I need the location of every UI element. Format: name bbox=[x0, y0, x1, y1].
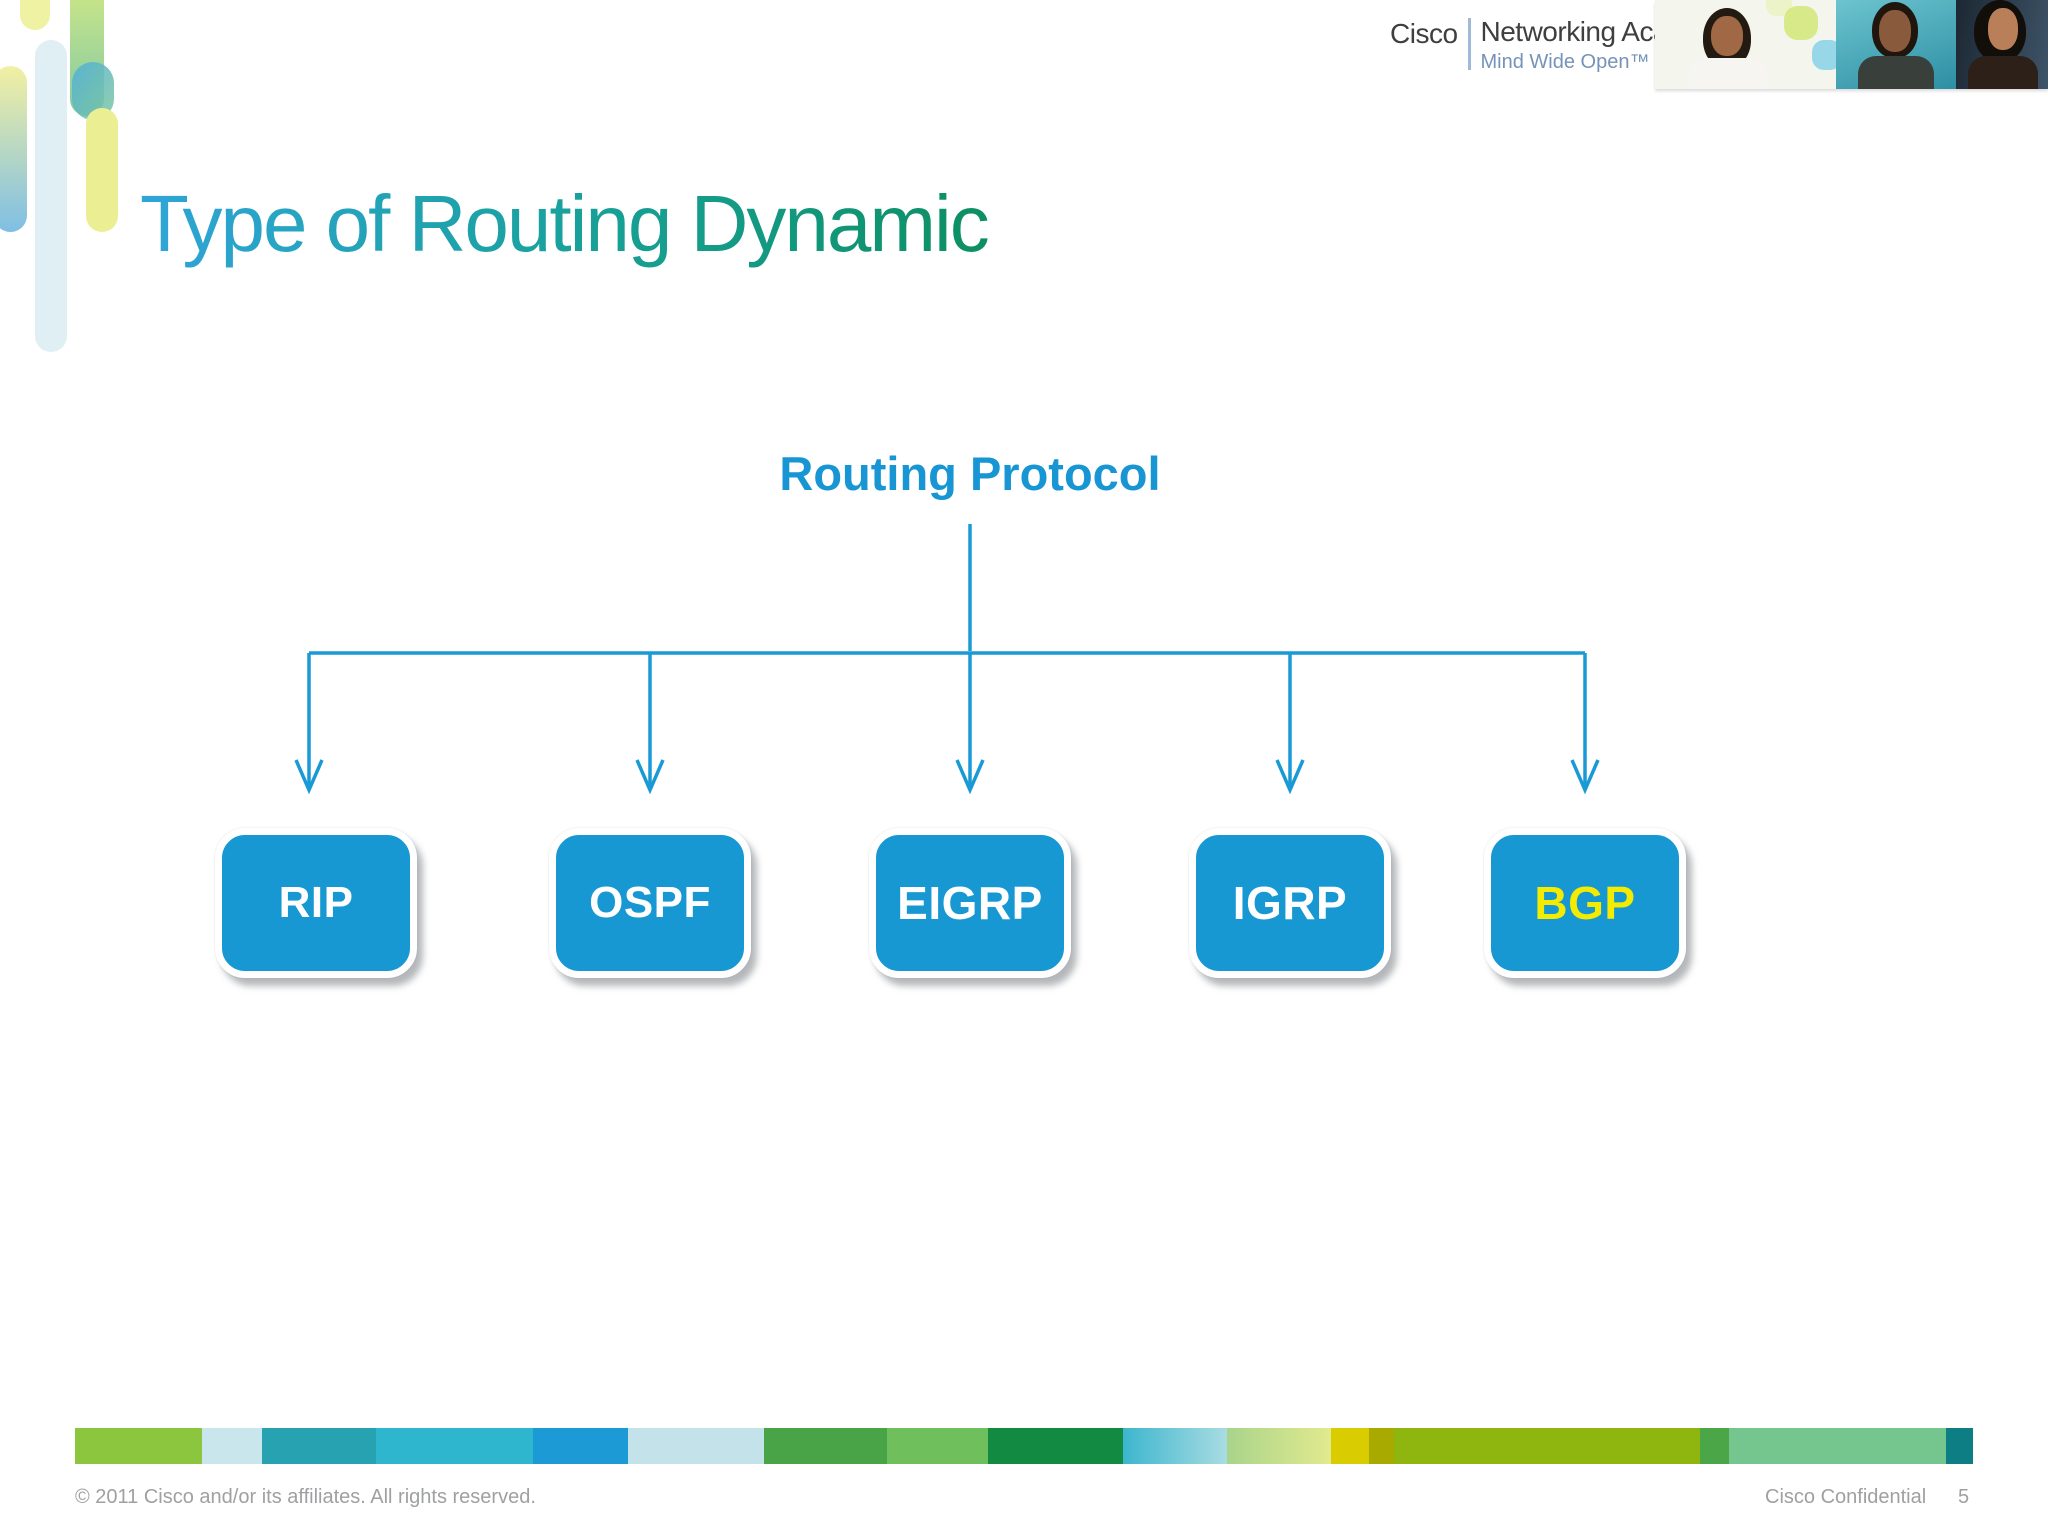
color-bar-segment bbox=[988, 1428, 1123, 1464]
footer-copyright: © 2011 Cisco and/or its affiliates. All … bbox=[75, 1486, 536, 1508]
arrow-down-icon bbox=[294, 759, 324, 795]
header-photo-strip bbox=[1655, 0, 2048, 89]
woman-smiling-photo bbox=[1655, 0, 1836, 89]
logo-tagline-text: Mind Wide Open™ bbox=[1480, 51, 1650, 73]
color-bar-segment bbox=[376, 1428, 533, 1464]
color-bar-segment bbox=[533, 1428, 628, 1464]
person-silhouette bbox=[1711, 16, 1743, 56]
logo-separator bbox=[1467, 18, 1471, 70]
color-bar-segment bbox=[1369, 1428, 1394, 1464]
person-silhouette bbox=[1968, 56, 2038, 89]
decor-capsule bbox=[86, 108, 118, 232]
color-bar-segment bbox=[1123, 1428, 1227, 1464]
arrow-down-icon bbox=[1275, 759, 1305, 795]
footer-color-bar bbox=[75, 1428, 1973, 1464]
color-bar-segment bbox=[764, 1428, 887, 1464]
arrow-down-icon bbox=[955, 759, 985, 795]
color-bar-segment bbox=[262, 1428, 376, 1464]
person-silhouette bbox=[1879, 10, 1911, 52]
color-bar-segment bbox=[1331, 1428, 1369, 1464]
color-bar-segment bbox=[628, 1428, 764, 1464]
man-with-beard-photo bbox=[1836, 0, 1956, 89]
color-bar-segment bbox=[1729, 1428, 1946, 1464]
person-silhouette bbox=[1988, 8, 2018, 50]
photo-decor-blob bbox=[1784, 6, 1818, 40]
diagram-root-label: Routing Protocol bbox=[779, 447, 1161, 500]
decor-capsule bbox=[0, 66, 27, 232]
arrow-down-icon bbox=[1570, 759, 1600, 795]
color-bar-segment bbox=[202, 1428, 262, 1464]
logo-brand-text: Cisco bbox=[1390, 18, 1458, 49]
decor-capsule bbox=[35, 40, 67, 352]
page-title: Type of Routing Dynamic bbox=[140, 179, 990, 268]
protocol-node-bgp: BGP bbox=[1484, 828, 1686, 978]
protocol-node-ospf: OSPF bbox=[549, 828, 751, 978]
photo-decor-blob bbox=[1812, 40, 1836, 70]
color-bar-segment bbox=[1227, 1428, 1331, 1464]
protocol-node-eigrp: EIGRP bbox=[869, 828, 1071, 978]
color-bar-segment bbox=[1946, 1428, 1973, 1464]
color-bar-segment bbox=[75, 1428, 202, 1464]
color-bar-segment bbox=[1394, 1428, 1700, 1464]
person-silhouette bbox=[1858, 56, 1934, 89]
protocol-node-igrp: IGRP bbox=[1189, 828, 1391, 978]
page-number: 5 bbox=[1958, 1486, 1970, 1508]
footer-classification: Cisco Confidential bbox=[1765, 1486, 1927, 1508]
color-bar-segment bbox=[1700, 1428, 1729, 1464]
person-silhouette bbox=[1689, 58, 1767, 89]
color-bar-segment bbox=[887, 1428, 988, 1464]
decor-capsule bbox=[20, 0, 50, 30]
woman-profile-photo bbox=[1956, 0, 2048, 89]
protocol-node-rip: RIP bbox=[215, 828, 417, 978]
arrow-down-icon bbox=[635, 759, 665, 795]
